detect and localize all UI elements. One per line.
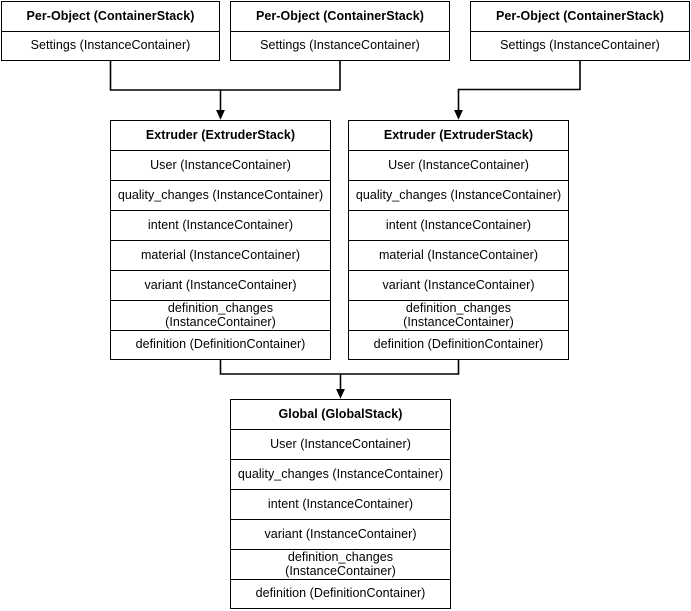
extruder-stack-2-row-definition-changes[interactable]: definition_changes (InstanceContainer) xyxy=(349,301,568,331)
per-object-stack-3-row-settings[interactable]: Settings (InstanceContainer) xyxy=(500,38,660,53)
per-object-stack-1[interactable]: Per-Object (ContainerStack) Settings (In… xyxy=(1,1,220,61)
global-stack-row-definition[interactable]: definition (DefinitionContainer) xyxy=(255,586,426,601)
per-object-stack-1-header: Per-Object (ContainerStack) xyxy=(2,2,219,32)
global-stack-row-user[interactable]: User (InstanceContainer) xyxy=(231,430,450,460)
extruder-stack-1-row-quality-changes[interactable]: quality_changes (InstanceContainer) xyxy=(111,181,330,211)
edge-extruder-1-to-global xyxy=(219,360,340,375)
global-stack-header: Global (GlobalStack) xyxy=(231,400,450,430)
per-object-stack-2[interactable]: Per-Object (ContainerStack) Settings (In… xyxy=(230,1,450,61)
extruder-stack-2-row-material[interactable]: material (InstanceContainer) xyxy=(349,241,568,271)
extruder-stack-1-row-variant[interactable]: variant (InstanceContainer) xyxy=(111,271,330,301)
extruder-stack-1-header: Extruder (ExtruderStack) xyxy=(111,121,330,151)
edge-extruder-2-to-global xyxy=(340,360,460,375)
extruder-stack-1-row-intent[interactable]: intent (InstanceContainer) xyxy=(111,211,330,241)
extruder-stack-1-row-definition-changes[interactable]: definition_changes (InstanceContainer) xyxy=(111,301,330,331)
edge-per-object-3-to-extruder-2 xyxy=(454,61,581,120)
extruder-stack-1-row-material[interactable]: material (InstanceContainer) xyxy=(111,241,330,271)
edge-per-object-2-to-extruder-1 xyxy=(220,61,341,91)
extruder-stack-2-row-quality-changes[interactable]: quality_changes (InstanceContainer) xyxy=(349,181,568,211)
extruder-stack-2-header: Extruder (ExtruderStack) xyxy=(349,121,568,151)
per-object-stack-2-header: Per-Object (ContainerStack) xyxy=(231,2,449,32)
per-object-stack-3[interactable]: Per-Object (ContainerStack) Settings (In… xyxy=(470,1,690,61)
per-object-stack-1-row-settings[interactable]: Settings (InstanceContainer) xyxy=(30,38,191,53)
per-object-stack-2-row-settings[interactable]: Settings (InstanceContainer) xyxy=(260,38,420,53)
per-object-stack-3-header: Per-Object (ContainerStack) xyxy=(471,2,689,32)
extruder-stack-2-row-definition[interactable]: definition (DefinitionContainer) xyxy=(373,337,544,352)
global-stack-row-quality-changes[interactable]: quality_changes (InstanceContainer) xyxy=(231,460,450,490)
edge-per-object-1-to-extruder-1 xyxy=(109,61,220,91)
extruder-stack-2-row-user[interactable]: User (InstanceContainer) xyxy=(349,151,568,181)
extruder-stack-2-row-intent[interactable]: intent (InstanceContainer) xyxy=(349,211,568,241)
global-stack[interactable]: Global (GlobalStack) User (InstanceConta… xyxy=(230,399,451,609)
extruder-stack-1-row-definition[interactable]: definition (DefinitionContainer) xyxy=(135,337,306,352)
extruder-stack-2[interactable]: Extruder (ExtruderStack) User (InstanceC… xyxy=(348,120,569,360)
global-stack-row-variant[interactable]: variant (InstanceContainer) xyxy=(231,520,450,550)
extruder-stack-1[interactable]: Extruder (ExtruderStack) User (InstanceC… xyxy=(110,120,331,360)
global-stack-row-intent[interactable]: intent (InstanceContainer) xyxy=(231,490,450,520)
extruder-stack-2-row-variant[interactable]: variant (InstanceContainer) xyxy=(349,271,568,301)
extruder-stack-1-row-user[interactable]: User (InstanceContainer) xyxy=(111,151,330,181)
global-stack-row-definition-changes[interactable]: definition_changes (InstanceContainer) xyxy=(231,550,450,580)
